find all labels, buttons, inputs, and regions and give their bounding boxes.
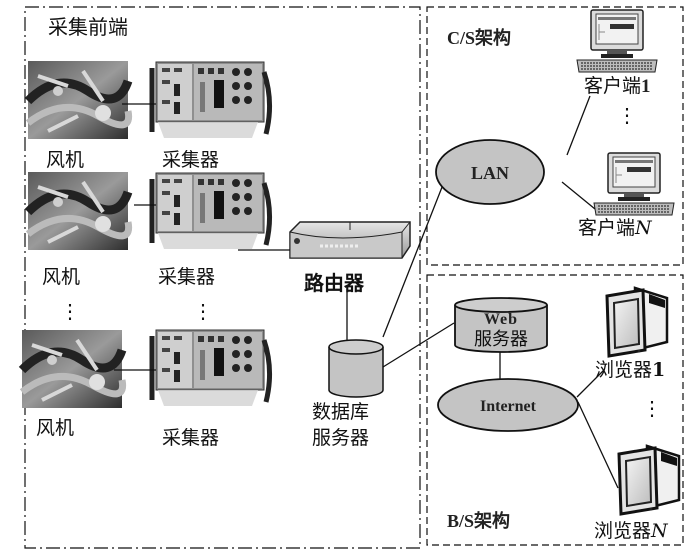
fan-label: 风机: [46, 149, 84, 171]
collector-device-image: [152, 62, 270, 138]
wind-turbine-image: [28, 61, 129, 139]
wind-turbine-image: [22, 330, 123, 408]
fan-label: 风机: [42, 266, 80, 288]
collector-label: 采集器: [158, 266, 215, 288]
client-1-label: 客户端1: [584, 75, 651, 97]
fan-row-2: 风机 采集器: [28, 172, 270, 288]
browser-n-monitor-icon: [617, 444, 681, 516]
browser-1-label: 浏览器1: [595, 359, 665, 381]
router: [289, 221, 411, 259]
collector-device-image: [152, 173, 270, 249]
browser-ellipsis: ⋮: [642, 396, 662, 420]
client-ellipsis: ⋮: [617, 103, 637, 127]
cs-architecture-frame: [426, 6, 684, 266]
internet-browser-1-link: [576, 369, 605, 398]
collector-label: 采集器: [162, 149, 219, 171]
database-label-line2: 服务器: [312, 427, 369, 449]
database-lan-link: [382, 176, 447, 338]
database-cylinder-icon: [328, 339, 384, 398]
wind-turbine-image: [28, 172, 129, 250]
fan-row-3: 风机 采集器: [22, 330, 270, 449]
bs-architecture-frame: [426, 274, 684, 546]
web-server-label-line2: 服务器: [474, 329, 528, 350]
lan-client-1-link: [566, 95, 591, 156]
web-server-label-line1: Web: [484, 311, 518, 328]
internet-node: [437, 378, 579, 432]
web-server-cylinder-icon: [454, 297, 548, 353]
internet-label: Internet: [480, 398, 537, 415]
browser-1-monitor-icon: [605, 286, 669, 358]
database-label-line1: 数据库: [312, 401, 369, 423]
browser-n-label: 浏览器N: [594, 520, 669, 542]
collector-ellipsis: ⋮: [193, 299, 213, 323]
lan-client-n-link: [561, 181, 596, 210]
front-end-frame: [24, 6, 421, 549]
database-webserver-link: [382, 322, 455, 368]
lan-label: LAN: [471, 163, 509, 183]
fan-row-1: 风机 采集器: [28, 61, 270, 171]
lan-node: [435, 139, 545, 205]
fan-ellipsis: ⋮: [60, 299, 80, 323]
router-label: 路由器: [304, 271, 365, 295]
collector-label: 采集器: [162, 427, 219, 449]
fan-label: 风机: [36, 417, 74, 439]
collector-device-image: [152, 330, 270, 406]
client-1-computer-icon: [576, 9, 658, 73]
cs-frame-title: C/S架构: [447, 27, 511, 48]
client-n-label: 客户端N: [578, 217, 653, 239]
bs-frame-title: B/S架构: [447, 510, 510, 531]
front-end-frame-title: 采集前端: [48, 15, 128, 39]
client-n-computer-icon: [593, 152, 675, 216]
internet-browser-n-link: [577, 401, 619, 489]
